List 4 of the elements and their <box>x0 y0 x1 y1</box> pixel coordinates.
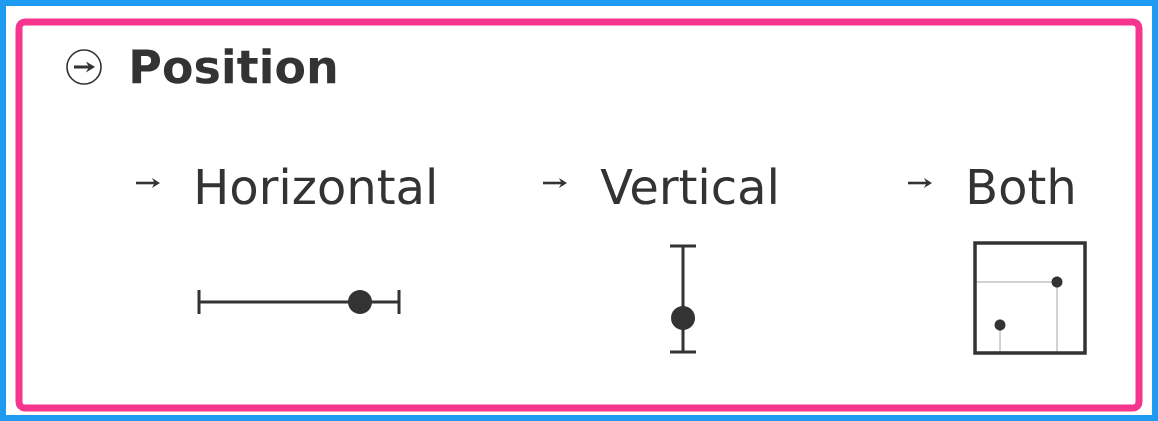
label: Horizontal <box>197 167 434 205</box>
label: Vertical <box>600 167 776 205</box>
label: Both <box>969 167 1073 205</box>
heading: Position <box>132 48 336 84</box>
